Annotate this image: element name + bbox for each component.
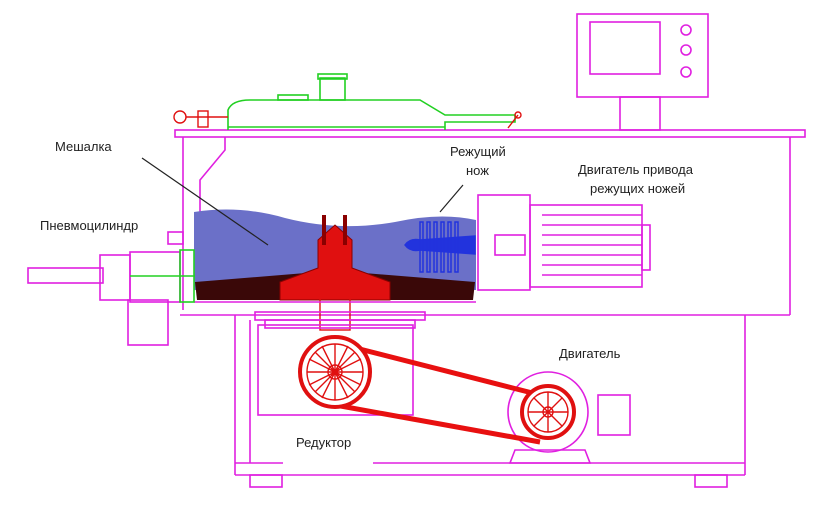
cutting-knife [404, 221, 476, 273]
lid [173, 73, 522, 130]
reducer-housing [257, 324, 414, 416]
label-knife-motor-2: режущих ножей [590, 181, 685, 196]
label-mixer: Мешалка [55, 139, 112, 154]
belt-bottom [334, 402, 541, 445]
label-knife-2: нож [466, 163, 489, 178]
pneumocylinder [27, 231, 195, 346]
lower-frame [234, 315, 746, 488]
knife-leader-line [439, 184, 464, 213]
label-motor: Двигатель [559, 346, 621, 361]
machine-body [174, 129, 806, 316]
belt-top [331, 339, 561, 403]
knife-motor [494, 204, 651, 288]
label-knife-1: Режущий [450, 144, 506, 159]
label-reducer: Редуктор [296, 435, 351, 450]
mixer-leader-line [141, 157, 269, 246]
small-pulley [520, 384, 576, 440]
label-pneumocylinder: Пневмоцилиндр [40, 218, 138, 233]
drive-motor [507, 371, 589, 453]
mixer-rotor [279, 215, 391, 331]
bowl [194, 209, 476, 331]
large-pulley [298, 335, 372, 409]
belt-drive [298, 335, 631, 464]
control-panel [576, 13, 709, 131]
label-knife-motor-1: Двигатель привода [578, 162, 694, 177]
